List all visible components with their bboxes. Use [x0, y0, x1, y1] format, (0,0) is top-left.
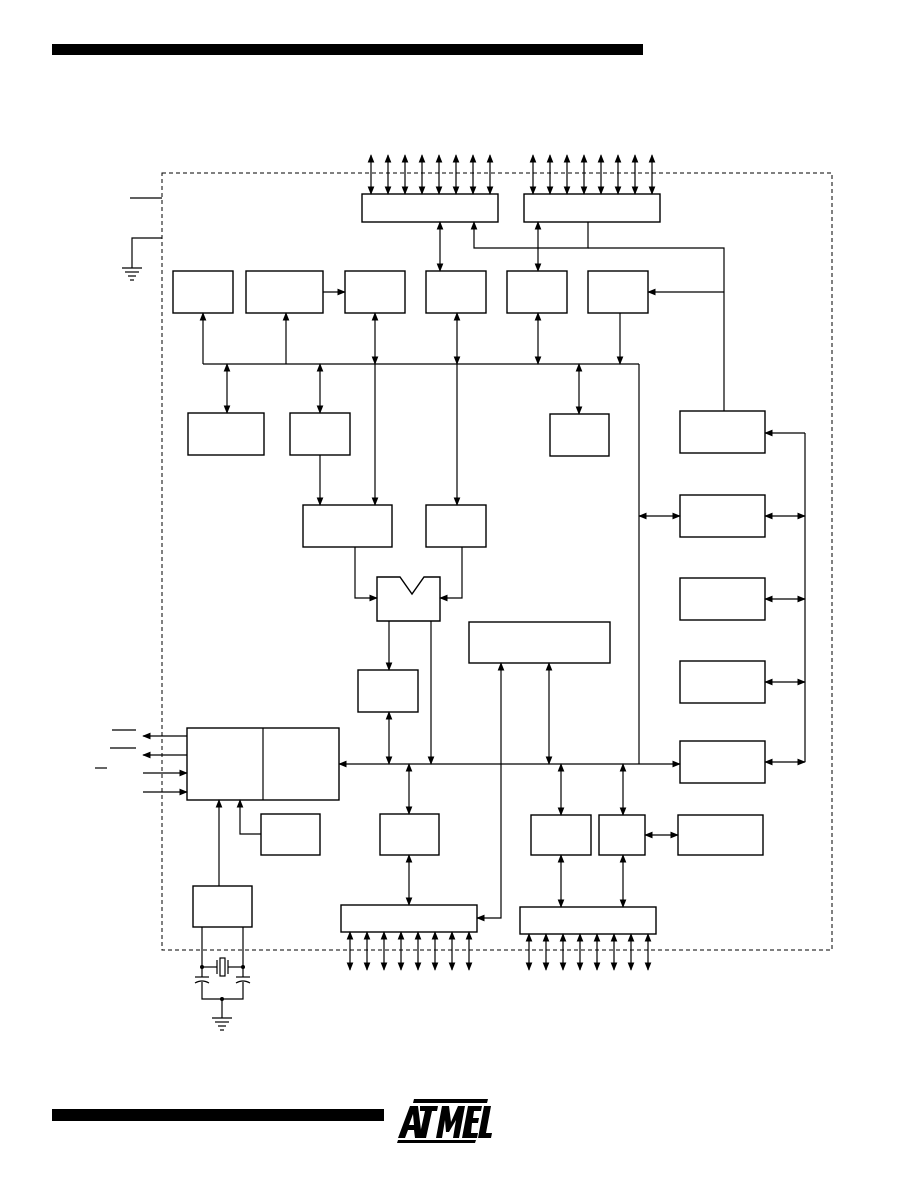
atmel-logo — [397, 1099, 492, 1143]
acc-block — [289, 412, 351, 456]
ground-symbol-top — [122, 267, 142, 281]
chip-boundary — [161, 172, 833, 951]
ram-block — [172, 270, 234, 314]
uart-block — [598, 814, 646, 856]
program-counter — [679, 410, 766, 454]
port1-latch — [530, 814, 592, 856]
b-register — [187, 412, 265, 456]
footer-rule — [52, 1109, 384, 1121]
port1-pins — [525, 933, 652, 971]
node-dot-right — [241, 965, 245, 969]
pc-incrementer — [679, 494, 766, 538]
flash-block — [344, 270, 406, 314]
port3-drivers — [340, 904, 478, 933]
node-dot-ground — [220, 997, 224, 1001]
crystal-circuit — [194, 927, 251, 1031]
alu — [376, 576, 441, 622]
port2-pins — [529, 154, 656, 195]
gnd-line — [131, 237, 162, 268]
interrupt-serial-timer — [468, 621, 611, 664]
port0-latch — [425, 270, 487, 314]
buffer-block — [679, 577, 766, 621]
port1-drivers — [519, 906, 657, 935]
header-rule — [52, 44, 643, 55]
port0-pins — [367, 154, 494, 195]
psw-register — [357, 669, 419, 713]
instruction-register — [260, 813, 321, 856]
port2-latch — [506, 270, 568, 314]
port0-drivers — [361, 193, 499, 223]
port2-drivers — [523, 193, 661, 223]
timer-block — [677, 814, 764, 856]
watchdog-block — [679, 740, 766, 784]
program-address-register — [587, 270, 649, 314]
tmp2-register — [302, 504, 393, 548]
tmp1-register — [425, 504, 487, 548]
dptr-block — [679, 660, 766, 704]
stack-pointer — [549, 413, 610, 457]
port3-pins — [346, 931, 473, 971]
ram-address-register — [245, 270, 324, 314]
node-dot-left — [200, 965, 204, 969]
oscillator — [192, 885, 253, 928]
port3-latch — [379, 813, 440, 856]
